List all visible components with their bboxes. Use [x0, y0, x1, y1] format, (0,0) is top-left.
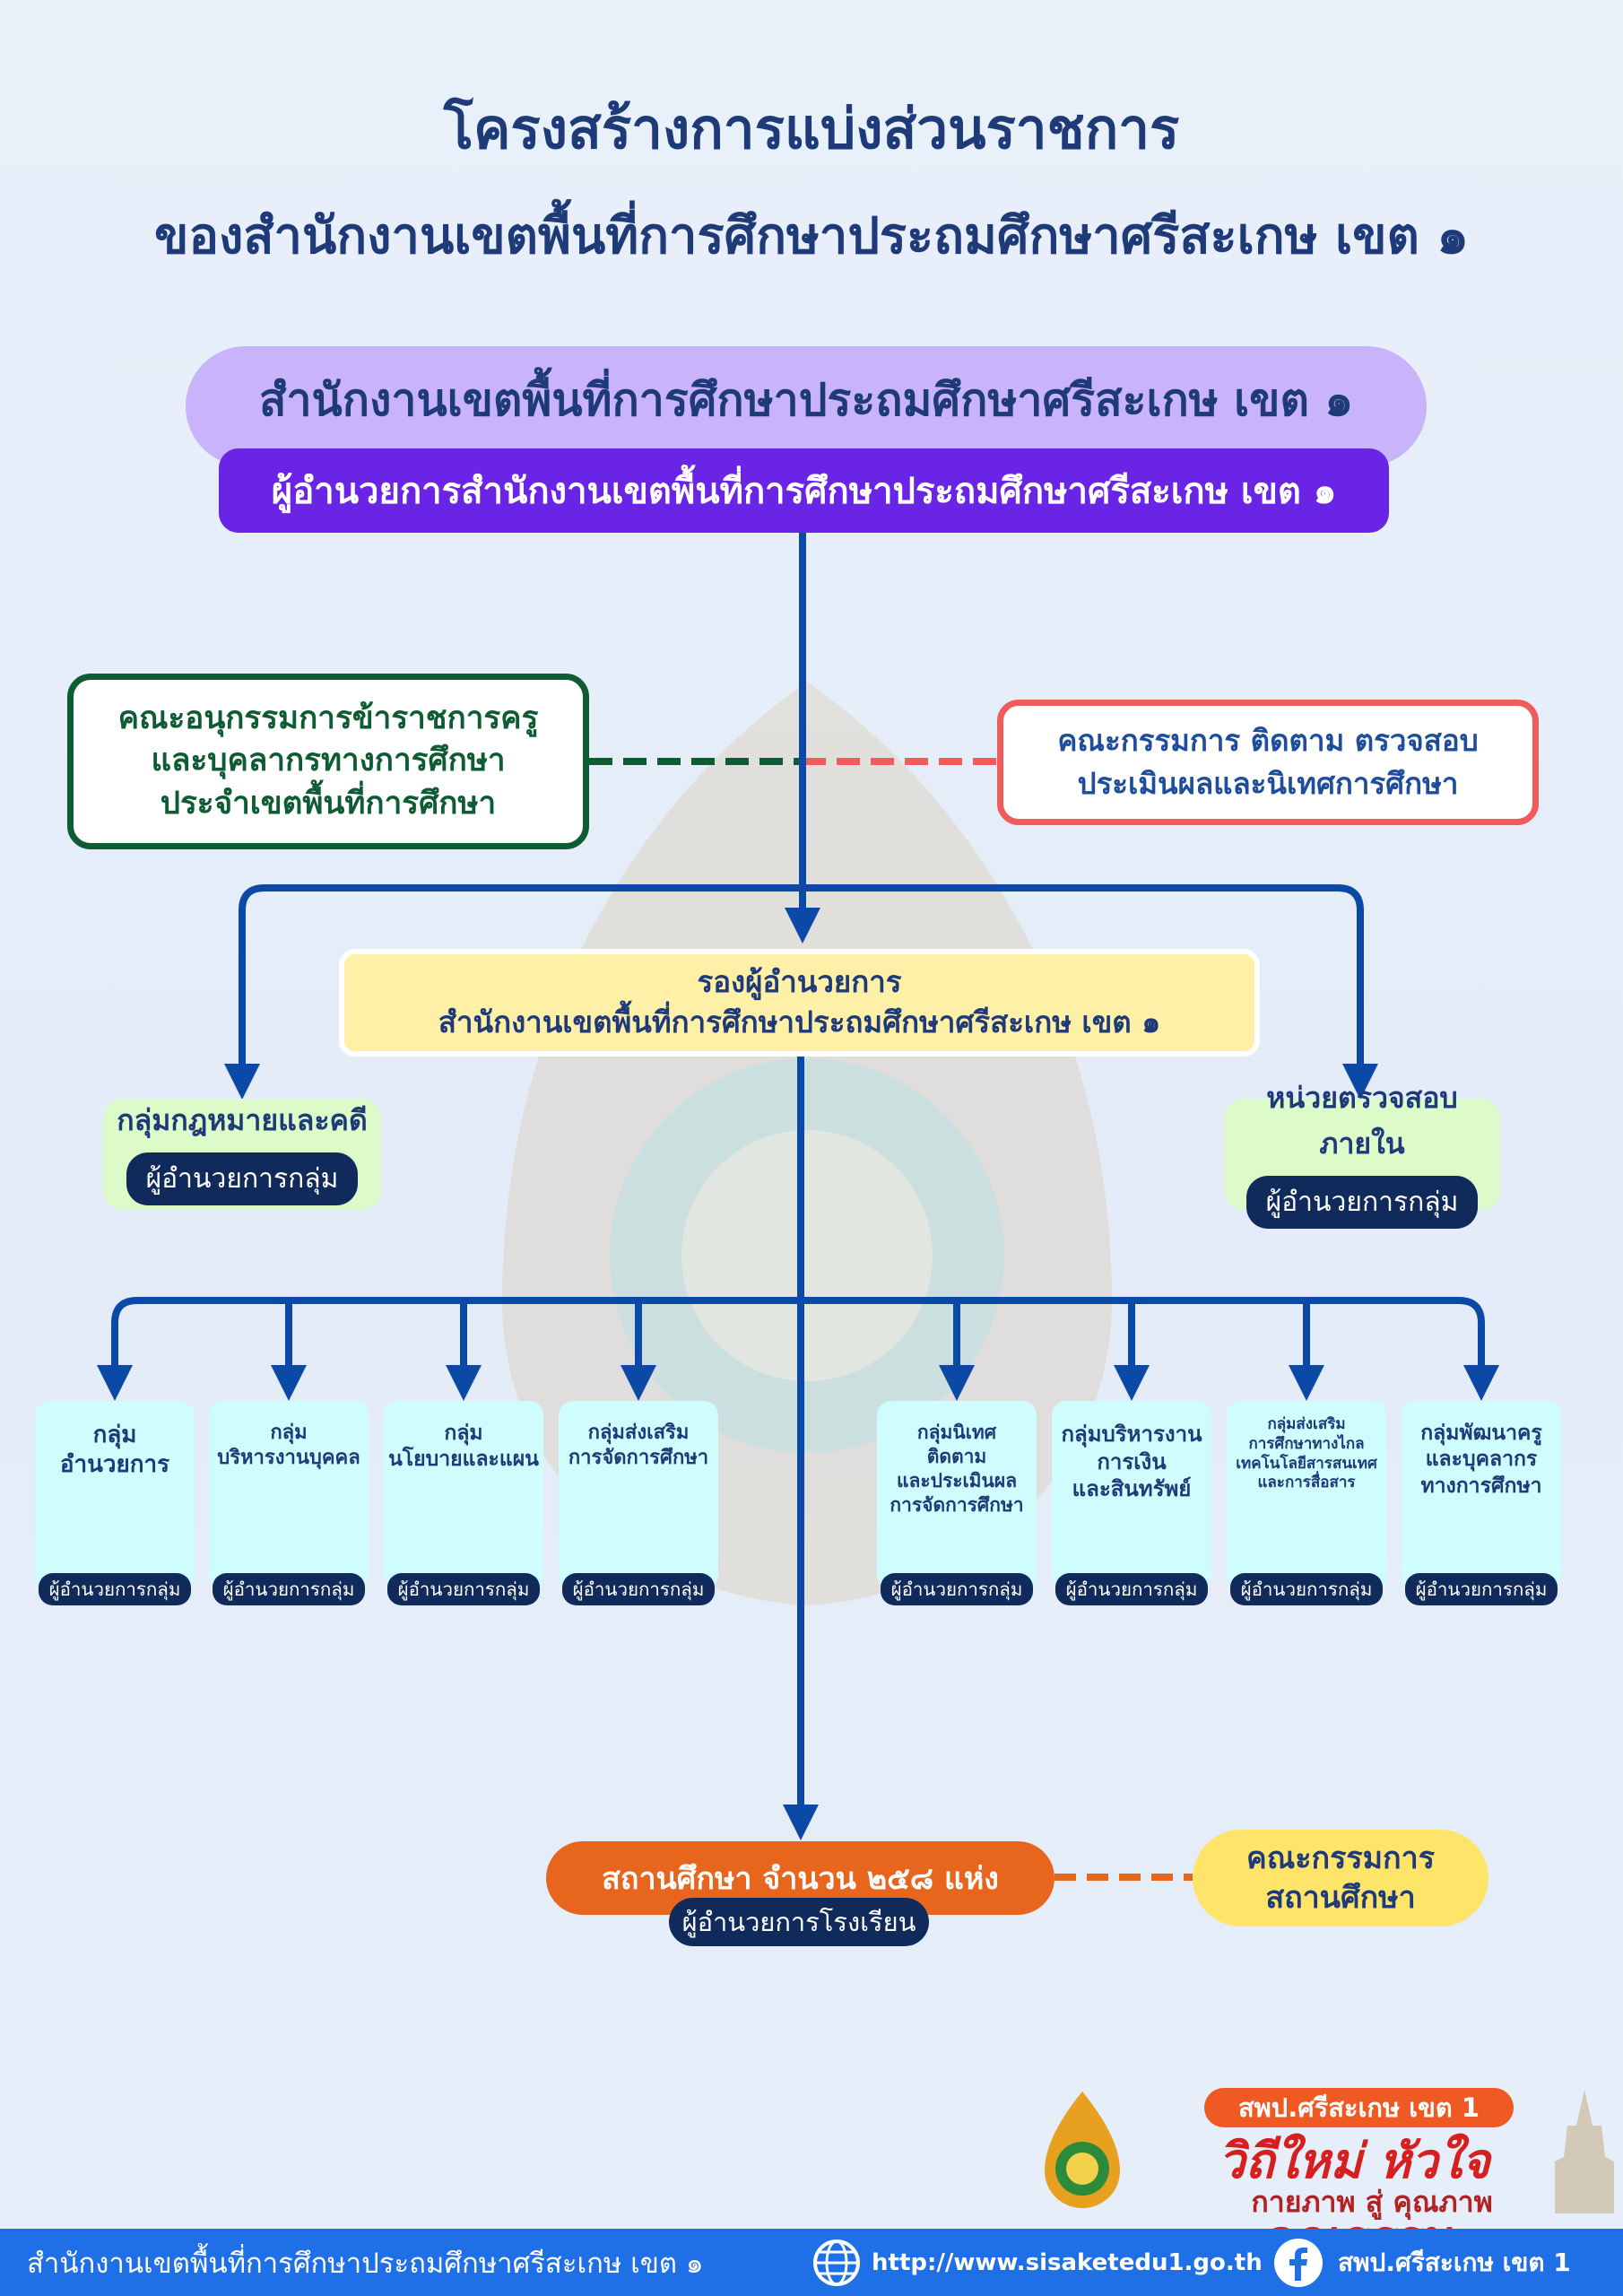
brand-subslogan: กายภาพ สู่ คุณภาพ — [1251, 2185, 1493, 2219]
supervision-committee-line: คณะกรรมการ ติดตาม ตรวจสอบ — [1057, 723, 1479, 759]
group-title: กลุ่ม บริหารงานบุคคล — [209, 1421, 369, 1471]
audit-unit-title: หน่วยตรวจสอบภายใน — [1266, 1080, 1458, 1161]
group-title-line: กลุ่มนิเทศ — [916, 1422, 997, 1443]
group-title-line: ติดตาม — [926, 1445, 987, 1467]
deputy-office: สำนักงานเขตพื้นที่การศึกษาประถมศึกษาศรีส… — [438, 1004, 1161, 1039]
brand-badge: สพป.ศรีสะเกษ เขต 1 — [1204, 2088, 1514, 2127]
group-title-line: กลุ่มบริหารงาน — [1061, 1422, 1202, 1447]
group-title-line: บริหารงานบุคคล — [217, 1447, 360, 1470]
globe-icon — [813, 2239, 860, 2286]
group-title-line: กลุ่ม — [92, 1422, 137, 1448]
deputy-director-box: รองผู้อำนวยการ สำนักงานเขตพื้นที่การศึกษ… — [339, 949, 1260, 1057]
group-title: กลุ่มนิเทศ ติดตาม และประเมินผล การจัดการ… — [877, 1421, 1037, 1518]
temple-icon — [1555, 2090, 1614, 2213]
group-box-distance-ict: กลุ่มส่งเสริม การศึกษาทางไกล เทคโนโลยีสา… — [1227, 1401, 1386, 1605]
supervision-committee-box: คณะกรรมการ ติดตาม ตรวจสอบ ประเมินผลและนิ… — [997, 700, 1539, 825]
director-box: ผู้อำนวยการสำนักงานเขตพื้นที่การศึกษาประ… — [219, 448, 1389, 533]
group-title-line: อำนวยการ — [59, 1451, 170, 1479]
group-title-line: การจัดการศึกษา — [568, 1447, 709, 1470]
group-box-supervision: กลุ่มนิเทศ ติดตาม และประเมินผล การจัดการ… — [877, 1401, 1037, 1605]
group-title-line: กลุ่ม — [444, 1422, 483, 1445]
group-head-badge: ผู้อำนวยการกลุ่ม — [39, 1573, 191, 1605]
chart-title-line2: ของสำนักงานเขตพื้นที่การศึกษาประถมศึกษาศ… — [154, 207, 1469, 265]
school-committee-line: สถานศึกษา — [1265, 1880, 1416, 1916]
supervision-committee-line: ประเมินผลและนิเทศการศึกษา — [1077, 766, 1459, 801]
teacher-committee-line: คณะอนุกรรมการข้าราชการครู — [117, 700, 539, 737]
chart-title-line1: โครงสร้างการแบ่งส่วนราชการ — [443, 96, 1180, 161]
group-box-policy-plan: กลุ่ม นโยบายและแผน ผู้อำนวยการกลุ่ม — [384, 1401, 543, 1605]
group-head-badge: ผู้อำนวยการกลุ่ม — [881, 1573, 1033, 1605]
group-title-line: การเงิน — [1097, 1448, 1167, 1474]
legal-group-box: กลุ่มกฎหมายและคดี ผู้อำนวยการกลุ่ม — [103, 1099, 381, 1210]
school-committee-line: คณะกรรมการ — [1245, 1839, 1435, 1876]
group-title-line: และการสื่อสาร — [1257, 1474, 1356, 1492]
group-head-badge: ผู้อำนวยการกลุ่ม — [1055, 1573, 1208, 1605]
group-head-badge: ผู้อำนวยการกลุ่ม — [562, 1573, 715, 1605]
group-title-line: การจัดการศึกษา — [890, 1493, 1024, 1516]
group-title-line: การศึกษาทางไกล — [1248, 1434, 1365, 1453]
group-title: กลุ่ม นโยบายและแผน — [384, 1421, 543, 1474]
group-box-personnel: กลุ่ม บริหารงานบุคคล ผู้อำนวยการกลุ่ม — [209, 1401, 369, 1605]
group-title: กลุ่มส่งเสริม การศึกษาทางไกล เทคโนโลยีสา… — [1227, 1415, 1386, 1493]
group-head-badge: ผู้อำนวยการกลุ่ม — [1405, 1573, 1558, 1605]
teacher-committee-line: และบุคลากรทางการศึกษา — [151, 743, 506, 779]
group-title-line: กลุ่มพัฒนาครู — [1420, 1422, 1542, 1445]
legal-group-head-badge: ผู้อำนวยการกลุ่ม — [126, 1152, 359, 1205]
group-box-administration: กลุ่ม อำนวยการ ผู้อำนวยการกลุ่ม — [35, 1401, 195, 1605]
footer-website-link[interactable]: http://www.sisaketedu1.go.th — [872, 2248, 1263, 2276]
facebook-icon — [1274, 2239, 1323, 2287]
group-title-line: และประเมินผล — [896, 1469, 1018, 1492]
school-committee-box: คณะกรรมการ สถานศึกษา — [1193, 1830, 1488, 1926]
footer-facebook-link[interactable]: สพป.ศรีสะเกษ เขต 1 — [1338, 2247, 1571, 2277]
office-emblem-icon — [1045, 2092, 1120, 2208]
group-title-line: ทางการศึกษา — [1420, 1474, 1542, 1498]
school-director-badge: ผู้อำนวยการโรงเรียน — [669, 1898, 929, 1946]
legal-group-title: กลุ่มกฎหมายและคดี — [117, 1103, 368, 1137]
group-box-finance: กลุ่มบริหารงาน การเงิน และสินทรัพย์ ผู้อ… — [1052, 1401, 1211, 1605]
footer-office-name: สำนักงานเขตพื้นที่การศึกษาประถมศึกษาศรีส… — [27, 2247, 704, 2280]
group-title: กลุ่มบริหารงาน การเงิน และสินทรัพย์ — [1052, 1421, 1211, 1503]
group-box-teacher-development: กลุ่มพัฒนาครู และบุคลากร ทางการศึกษา ผู้… — [1402, 1401, 1561, 1605]
teacher-committee-line: ประจำเขตพื้นที่การศึกษา — [160, 785, 497, 822]
group-title-line: เทคโนโลยีสารสนเทศ — [1236, 1454, 1377, 1473]
footer-bar: สำนักงานเขตพื้นที่การศึกษาประถมศึกษาศรีส… — [0, 2229, 1623, 2296]
group-title-line: กลุ่มส่งเสริม — [1267, 1415, 1346, 1433]
group-head-badge: ผู้อำนวยการกลุ่ม — [213, 1573, 365, 1605]
office-name-box: สำนักงานเขตพื้นที่การศึกษาประถมศึกษาศรีส… — [186, 346, 1427, 466]
group-head-badge: ผู้อำนวยการกลุ่ม — [387, 1573, 540, 1605]
group-title-line: และบุคลากร — [1425, 1448, 1538, 1472]
audit-unit-head-badge: ผู้อำนวยการกลุ่ม — [1245, 1175, 1479, 1229]
group-box-education-promotion: กลุ่มส่งเสริม การจัดการศึกษา ผู้อำนวยการ… — [559, 1401, 718, 1605]
group-title: กลุ่มส่งเสริม การจัดการศึกษา — [559, 1421, 718, 1471]
group-head-badge: ผู้อำนวยการกลุ่ม — [1230, 1573, 1383, 1605]
group-title: กลุ่มพัฒนาครู และบุคลากร ทางการศึกษา — [1402, 1421, 1561, 1500]
teacher-committee-box: คณะอนุกรรมการข้าราชการครู และบุคลากรทางก… — [67, 674, 589, 849]
audit-unit-box: หน่วยตรวจสอบภายใน ผู้อำนวยการกลุ่ม — [1224, 1081, 1500, 1229]
group-title-line: กลุ่มส่งเสริม — [587, 1422, 690, 1444]
group-title-line: กลุ่ม — [270, 1422, 308, 1444]
group-title-line: และสินทรัพย์ — [1072, 1476, 1192, 1502]
group-title: กลุ่ม อำนวยการ — [35, 1421, 195, 1481]
deputy-title: รองผู้อำนวยการ — [697, 964, 902, 1000]
group-title-line: นโยบายและแผน — [388, 1448, 539, 1472]
